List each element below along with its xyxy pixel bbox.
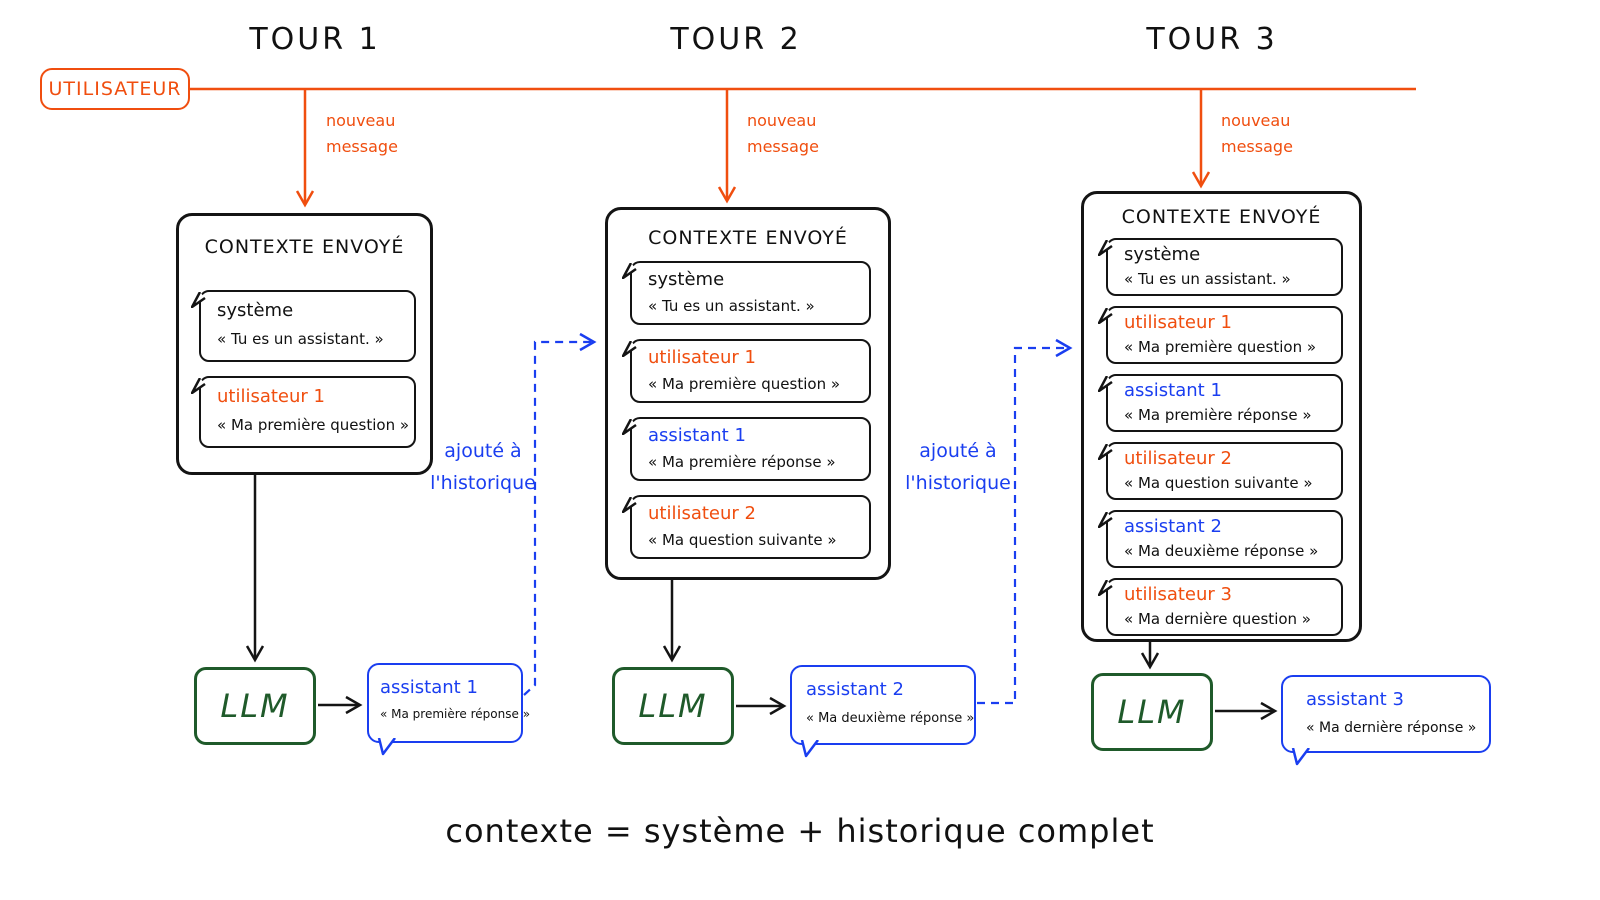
turn-1-title: TOUR 1 [249, 22, 381, 57]
message-text: « Ma deuxième réponse » [1124, 542, 1319, 560]
speech-tail-icon [377, 738, 396, 756]
arrow-head-icon [717, 186, 737, 204]
message-role: système [217, 300, 294, 321]
speech-tail-icon [1291, 748, 1310, 766]
turn-3-message-1: système « Tu es un assistant. » [1098, 238, 1343, 296]
message-role: système [648, 269, 725, 290]
turn-2-output-text: « Ma deuxième réponse » [806, 711, 975, 726]
message-role: assistant 1 [1124, 380, 1222, 401]
arrow-head-icon [662, 645, 682, 663]
arrow-head-icon [579, 332, 597, 352]
turn-1-arrow-label: nouveau message [326, 111, 398, 156]
message-text: « Tu es un assistant. » [648, 297, 815, 315]
turn-1-history-arrow [523, 340, 592, 696]
turn-2-message-4: utilisateur 2 « Ma question suivante » [622, 495, 871, 559]
message-role: assistant 1 [648, 425, 746, 446]
message-role: utilisateur 3 [1124, 584, 1232, 605]
turn-3-message-5: assistant 2 « Ma deuxième réponse » [1098, 510, 1343, 568]
turn-2-output-role: assistant 2 [806, 679, 904, 700]
turn-2-message-2: utilisateur 1 « Ma première question » [622, 339, 871, 403]
message-text: « Tu es un assistant. » [1124, 270, 1291, 288]
turn-2-arrow-label: nouveau message [747, 111, 819, 156]
user-lane-box: UTILISATEUR [40, 68, 190, 110]
turn-2-message-1: système « Tu es un assistant. » [622, 261, 871, 325]
message-text: « Ma première réponse » [648, 453, 836, 471]
message-text: « Ma question suivante » [1124, 474, 1313, 492]
turn-1-llm-box: LLM [194, 667, 316, 745]
message-role: assistant 2 [1124, 516, 1222, 537]
turn-3-output-role: assistant 3 [1306, 689, 1404, 710]
message-text: « Tu es un assistant. » [217, 330, 384, 348]
turn-2-context-title: CONTEXTE ENVOYÉ [648, 227, 848, 249]
message-role: utilisateur 1 [648, 347, 756, 368]
message-text: « Ma première réponse » [1124, 406, 1312, 424]
message-role: système [1124, 244, 1201, 265]
message-text: « Ma dernière question » [1124, 610, 1311, 628]
turn-3-message-4: utilisateur 2 « Ma question suivante » [1098, 442, 1343, 500]
turn-3-message-2: utilisateur 1 « Ma première question » [1098, 306, 1343, 364]
turn-2-llm-box: LLM [612, 667, 734, 745]
turn-1-output-text: « Ma première réponse » [380, 707, 531, 721]
turn-3-message-6: utilisateur 3 « Ma dernière question » [1098, 578, 1343, 636]
turn-3-message-3: assistant 1 « Ma première réponse » [1098, 374, 1343, 432]
turn-2-output-bubble: assistant 2 « Ma deuxième réponse » [790, 665, 976, 758]
turn-3-output-bubble: assistant 3 « Ma dernière réponse » [1281, 675, 1491, 766]
turn-2-title: TOUR 2 [670, 22, 802, 57]
message-role: utilisateur 1 [217, 386, 325, 407]
turn-1-context-frame: CONTEXTE ENVOYÉ système « Tu es un assist… [176, 213, 433, 475]
summary-formula: contexte = système + historique complet [445, 812, 1155, 850]
turn-2-history-arrow [977, 346, 1068, 705]
turn-1-message-1: système « Tu es un assistant. » [191, 290, 416, 362]
message-text: « Ma question suivante » [648, 531, 837, 549]
message-text: « Ma première question » [217, 416, 410, 434]
turn-1-message-2: utilisateur 1 « Ma première question » [191, 376, 416, 448]
arrow-head-icon [1140, 652, 1160, 670]
arrow-head-icon [345, 695, 363, 715]
turn-3-title: TOUR 3 [1146, 22, 1278, 57]
arrow-head-icon [769, 696, 787, 716]
turn-3-context-frame: CONTEXTE ENVOYÉ système « Tu es un assist… [1081, 191, 1362, 642]
arrow-head-icon [295, 190, 315, 208]
arrow-head-icon [1260, 701, 1278, 721]
turn-2-message-3: assistant 1 « Ma première réponse » [622, 417, 871, 481]
turn-1-history-label: ajouté à l'historique [430, 440, 536, 494]
arrow-head-icon [1191, 171, 1211, 189]
message-role: utilisateur 1 [1124, 312, 1232, 333]
turn-1-context-title: CONTEXTE ENVOYÉ [204, 236, 405, 258]
turn-1-output-role: assistant 1 [380, 677, 478, 698]
message-role: utilisateur 2 [648, 503, 756, 524]
turn-2-history-label: ajouté à l'historique [905, 440, 1011, 494]
message-role: utilisateur 2 [1124, 448, 1232, 469]
message-text: « Ma première question » [648, 375, 841, 393]
arrow-head-icon [245, 645, 265, 663]
turn-1-output-bubble: assistant 1 « Ma première réponse » [367, 663, 530, 756]
speech-tail-icon [800, 740, 819, 758]
message-text: « Ma première question » [1124, 338, 1317, 356]
turn-2-context-frame: CONTEXTE ENVOYÉ système « Tu es un assist… [605, 207, 891, 580]
turn-3-llm-box: LLM [1091, 673, 1213, 751]
arrow-head-icon [1055, 338, 1073, 358]
turn-3-arrow-label: nouveau message [1221, 111, 1293, 156]
turn-3-context-title: CONTEXTE ENVOYÉ [1121, 206, 1322, 228]
turn-3-output-text: « Ma dernière réponse » [1306, 720, 1477, 736]
